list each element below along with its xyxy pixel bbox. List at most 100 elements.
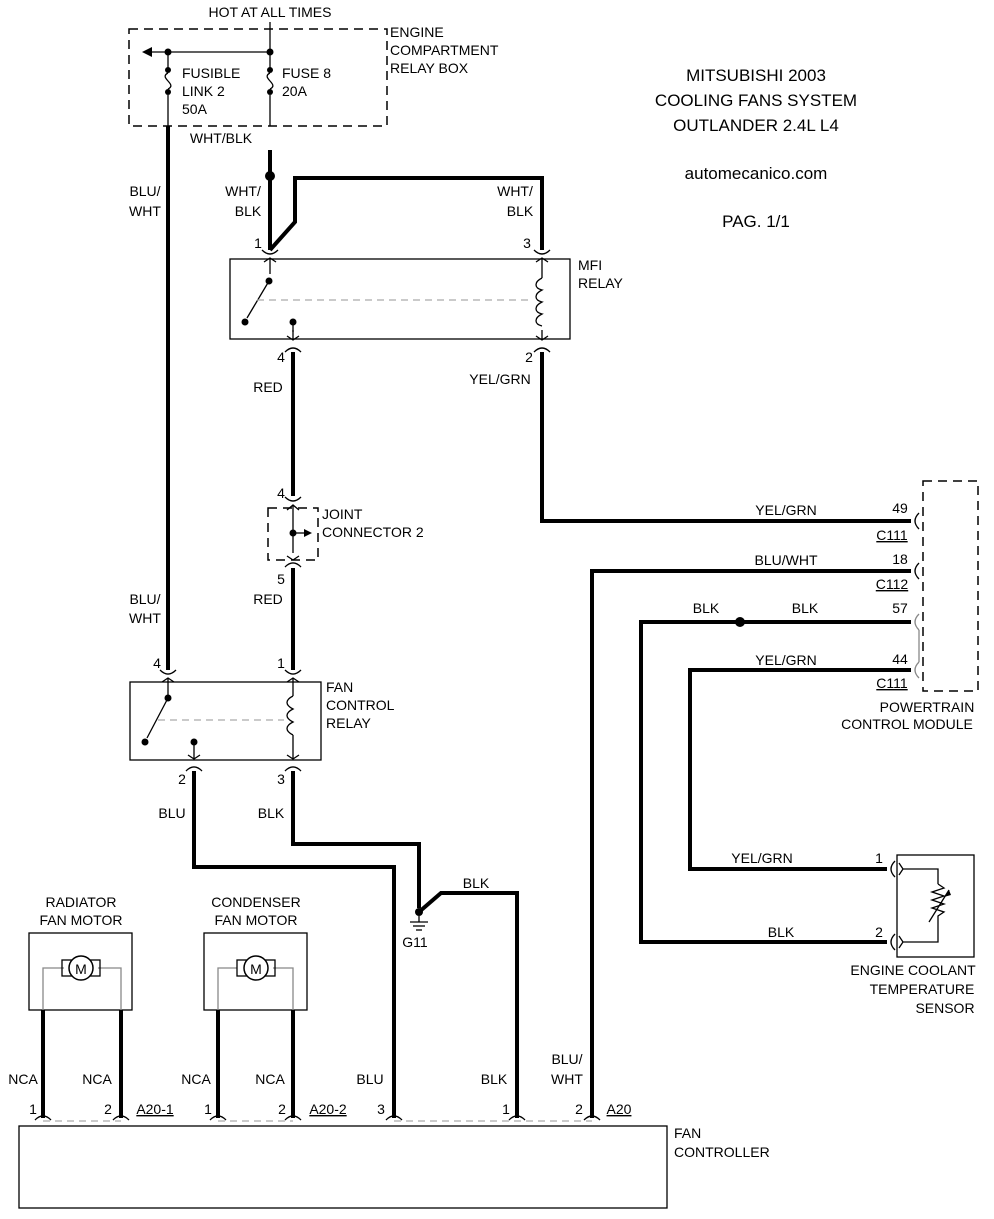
connector-id: C112 bbox=[876, 576, 909, 592]
condenser-label-2: FAN MOTOR bbox=[215, 912, 298, 928]
pin-number: 1 bbox=[277, 655, 285, 671]
wire-label: BLK bbox=[768, 924, 795, 940]
ect-label-3: SENSOR bbox=[915, 1000, 974, 1016]
fusible-link-label-3: 50A bbox=[182, 101, 208, 117]
wire-label: BLK bbox=[792, 600, 819, 616]
relay-box: HOT AT ALL TIMES ENGINE COMPARTMENT RELA… bbox=[128, 4, 499, 127]
fan-relay-label-3: RELAY bbox=[326, 715, 372, 731]
pin-number: 3 bbox=[523, 235, 531, 251]
fan-relay-body bbox=[129, 681, 322, 761]
wire-label: NCA bbox=[8, 1071, 38, 1087]
wire-label: NCA bbox=[181, 1071, 211, 1087]
pin-number: 2 bbox=[278, 1101, 286, 1117]
wire-label: NCA bbox=[255, 1071, 285, 1087]
hot-at-all-times-label: HOT AT ALL TIMES bbox=[209, 4, 332, 20]
title-system: COOLING FANS SYSTEM bbox=[655, 91, 857, 110]
pin-number: 1 bbox=[875, 850, 883, 866]
condenser-label-1: CONDENSER bbox=[211, 894, 300, 910]
wire-label: YEL/GRN bbox=[755, 502, 816, 518]
pin-number: 49 bbox=[892, 500, 908, 516]
relay-box-name-3: RELAY BOX bbox=[390, 60, 469, 76]
relay-box-name-2: COMPARTMENT bbox=[390, 42, 499, 58]
radiator-label-1: RADIATOR bbox=[45, 894, 116, 910]
page-number: PAG. 1/1 bbox=[722, 212, 790, 231]
mfi-relay: MFI RELAY 1 3 4 2 bbox=[229, 235, 624, 365]
wire-label: WHT bbox=[129, 203, 161, 219]
wire-label: WHT bbox=[551, 1071, 583, 1087]
mfi-relay-label-1: MFI bbox=[578, 257, 602, 273]
wire-label: YEL/GRN bbox=[469, 371, 530, 387]
wire-label: BLK bbox=[481, 1071, 508, 1087]
fan-control-relay: FAN CONTROL RELAY 4 1 2 3 bbox=[129, 655, 395, 787]
pin-number: 2 bbox=[104, 1101, 112, 1117]
thermistor-icon bbox=[929, 883, 947, 928]
condenser-fan-motor: CONDENSER FAN MOTOR M bbox=[203, 894, 308, 1011]
motor-symbol: M bbox=[75, 961, 87, 977]
joint-label-1: JOINT bbox=[322, 506, 363, 522]
wire-label: YEL/GRN bbox=[755, 652, 816, 668]
wire-labels: BLU/ WHT WHT/BLK WHT/ BLK WHT/ BLK RED Y… bbox=[8, 130, 819, 1087]
pin-number: 2 bbox=[525, 349, 533, 365]
wire-label: BLU/ bbox=[551, 1051, 582, 1067]
wire-label: BLK bbox=[235, 203, 262, 219]
joint-connector: 4 5 JOINT CONNECTOR 2 bbox=[267, 485, 424, 587]
mfi-relay-body bbox=[229, 258, 571, 340]
pin-number: 3 bbox=[377, 1101, 385, 1117]
wire-label: YEL/GRN bbox=[731, 850, 792, 866]
wire-label: RED bbox=[253, 379, 283, 395]
title-model: OUTLANDER 2.4L L4 bbox=[673, 116, 839, 135]
fusible-link-label-2: LINK 2 bbox=[182, 83, 225, 99]
fan-controller-label-2: CONTROLLER bbox=[674, 1144, 770, 1160]
connector-id: A20-2 bbox=[309, 1101, 347, 1117]
joint-label-2: CONNECTOR 2 bbox=[322, 524, 424, 540]
arrow-right-icon bbox=[304, 529, 312, 537]
radiator-fan-motor: RADIATOR FAN MOTOR M bbox=[28, 894, 133, 1011]
wire-label: BLU/WHT bbox=[755, 552, 818, 568]
motor-icon bbox=[243, 955, 269, 981]
wire-label: BLU/ bbox=[129, 591, 160, 607]
wire-label: BLK bbox=[693, 600, 720, 616]
pin-number: 4 bbox=[277, 349, 285, 365]
pin-number: 2 bbox=[875, 924, 883, 940]
pin-number: 4 bbox=[153, 655, 161, 671]
ect-label-1: ENGINE COOLANT bbox=[850, 962, 976, 978]
ect-label-2: TEMPERATURE bbox=[870, 981, 975, 997]
wire-label: WHT/ bbox=[497, 183, 533, 199]
coil-icon bbox=[286, 695, 295, 748]
fuse-label-1: FUSE 8 bbox=[282, 65, 331, 81]
fan-controller: FAN CONTROLLER 1 2 1 2 3 1 2 A20-1 A20-2… bbox=[18, 1101, 770, 1209]
pin-number: 57 bbox=[892, 600, 908, 616]
pcm-label-2: CONTROL MODULE bbox=[841, 716, 973, 732]
wire-label: BLU bbox=[158, 805, 185, 821]
fan-controller-body bbox=[18, 1125, 668, 1209]
ground-label: G11 bbox=[402, 934, 428, 950]
site-name: automecanico.com bbox=[685, 164, 828, 183]
fan-relay-label-2: CONTROL bbox=[326, 697, 395, 713]
wire-label: WHT bbox=[129, 610, 161, 626]
wire-label: BLK bbox=[507, 203, 534, 219]
fuse-icon bbox=[266, 72, 274, 90]
diagram-title: MITSUBISHI 2003 COOLING FANS SYSTEM OUTL… bbox=[655, 66, 857, 231]
fan-controller-label-1: FAN bbox=[674, 1125, 701, 1141]
fan-relay-label-1: FAN bbox=[326, 679, 353, 695]
fusible-link-icon bbox=[164, 72, 172, 90]
wires bbox=[41, 126, 911, 1118]
pin-number: 1 bbox=[204, 1101, 212, 1117]
pin-number: 1 bbox=[254, 235, 262, 251]
connector-id: C111 bbox=[876, 675, 908, 691]
ground-g11: G11 bbox=[402, 908, 428, 950]
wire-label: NCA bbox=[82, 1071, 112, 1087]
connector-id: A20 bbox=[607, 1101, 632, 1117]
powertrain-control-module: POWERTRAIN CONTROL MODULE 49 18 57 44 C1… bbox=[841, 480, 979, 732]
wire-label: BLU/ bbox=[129, 183, 160, 199]
mfi-relay-label-2: RELAY bbox=[578, 275, 624, 291]
arrow-left-icon bbox=[142, 47, 152, 57]
wire-label: RED bbox=[253, 591, 283, 607]
pin-number: 1 bbox=[29, 1101, 37, 1117]
pin-number: 3 bbox=[277, 771, 285, 787]
pin-number: 2 bbox=[178, 771, 186, 787]
connector-id: A20-1 bbox=[136, 1101, 174, 1117]
relay-box-name-1: ENGINE bbox=[390, 24, 444, 40]
coil-icon bbox=[535, 277, 544, 327]
